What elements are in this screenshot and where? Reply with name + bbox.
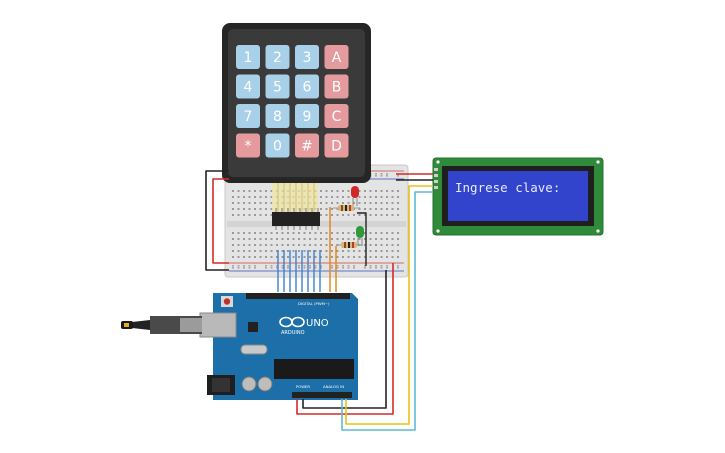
power-jack [207, 375, 235, 395]
keypad-key-6[interactable]: 6 [295, 74, 319, 99]
keypad-key-label: 9 [303, 109, 312, 125]
wire-black [205, 170, 229, 271]
arduino-brand: ARDUINO [281, 330, 305, 336]
keypad-key-label: 1 [244, 50, 253, 66]
keypad-key-label: * [245, 139, 252, 155]
analog-label: ANALOG IN [323, 384, 344, 389]
reset-button[interactable] [221, 296, 233, 307]
resistor[interactable] [333, 205, 360, 211]
keypad-key-D[interactable]: D [324, 133, 349, 158]
arduino-logo [279, 316, 305, 328]
keypad-key-label: A [332, 50, 342, 66]
lcd-pins [434, 168, 438, 189]
led-red[interactable] [351, 186, 359, 206]
keypad-ribbon [272, 183, 318, 213]
usb-cable [121, 316, 202, 334]
keypad[interactable]: 1 2 3 A 4 5 6 B 7 8 9 C * 0 # D [222, 23, 371, 183]
wire-blue [277, 250, 321, 292]
keypad-key-label: B [332, 80, 342, 96]
keypad-key-label: 5 [273, 80, 282, 96]
keypad-key-label: 4 [244, 80, 253, 96]
wires [205, 170, 433, 431]
resistor[interactable] [336, 242, 363, 248]
arduino-model: UNO [306, 318, 329, 329]
keypad-key-A[interactable]: A [324, 45, 349, 69]
keypad-key-#[interactable]: # [295, 133, 319, 158]
digital-label: DIGITAL (PWM~) [298, 301, 330, 306]
keypad-key-label: 6 [303, 80, 312, 96]
lcd-display[interactable]: Ingrese clave: [432, 157, 604, 236]
keypad-key-B[interactable]: B [324, 74, 349, 99]
keypad-key-label: 7 [244, 109, 253, 125]
wire-red [296, 263, 394, 415]
wire-black [302, 270, 387, 409]
keypad-key-label: # [301, 139, 313, 155]
wire-cyan [341, 191, 433, 431]
lcd-text: Ingrese clave: [455, 180, 560, 195]
keypad-key-1[interactable]: 1 [236, 45, 260, 69]
keypad-key-3[interactable]: 3 [295, 45, 319, 69]
breadboard-holes [232, 173, 399, 269]
keypad-key-label: 8 [273, 109, 282, 125]
keypad-key-label: 2 [273, 50, 282, 66]
keypad-key-label: 0 [273, 139, 282, 155]
lcd-mounting-holes [436, 160, 600, 233]
capacitor [241, 376, 273, 392]
ic-chip[interactable] [272, 208, 320, 230]
keypad-key-8[interactable]: 8 [265, 104, 290, 128]
keypad-key-2[interactable]: 2 [265, 45, 290, 69]
keypad-key-C[interactable]: C [324, 104, 349, 128]
keypad-key-0[interactable]: 0 [265, 133, 290, 158]
arduino-uno[interactable]: ARDUINO UNO DIGITAL (PWM~) POWER ANALOG … [199, 293, 358, 400]
keypad-key-7[interactable]: 7 [236, 104, 260, 128]
wire-yellow [345, 185, 433, 425]
keypad-keys: 1 2 3 A 4 5 6 B 7 8 9 C * 0 # D [236, 45, 349, 158]
keypad-key-9[interactable]: 9 [295, 104, 319, 128]
keypad-key-label: 3 [303, 50, 312, 66]
keypad-key-label: C [332, 109, 342, 125]
power-label: POWER [296, 384, 310, 389]
keypad-key-4[interactable]: 4 [236, 74, 260, 99]
wire-red [212, 178, 229, 264]
microcontroller-chip [274, 359, 354, 379]
keypad-key-*[interactable]: * [236, 133, 260, 158]
keypad-key-5[interactable]: 5 [265, 74, 290, 99]
wire-black [357, 212, 367, 266]
keypad-key-label: D [331, 139, 342, 155]
